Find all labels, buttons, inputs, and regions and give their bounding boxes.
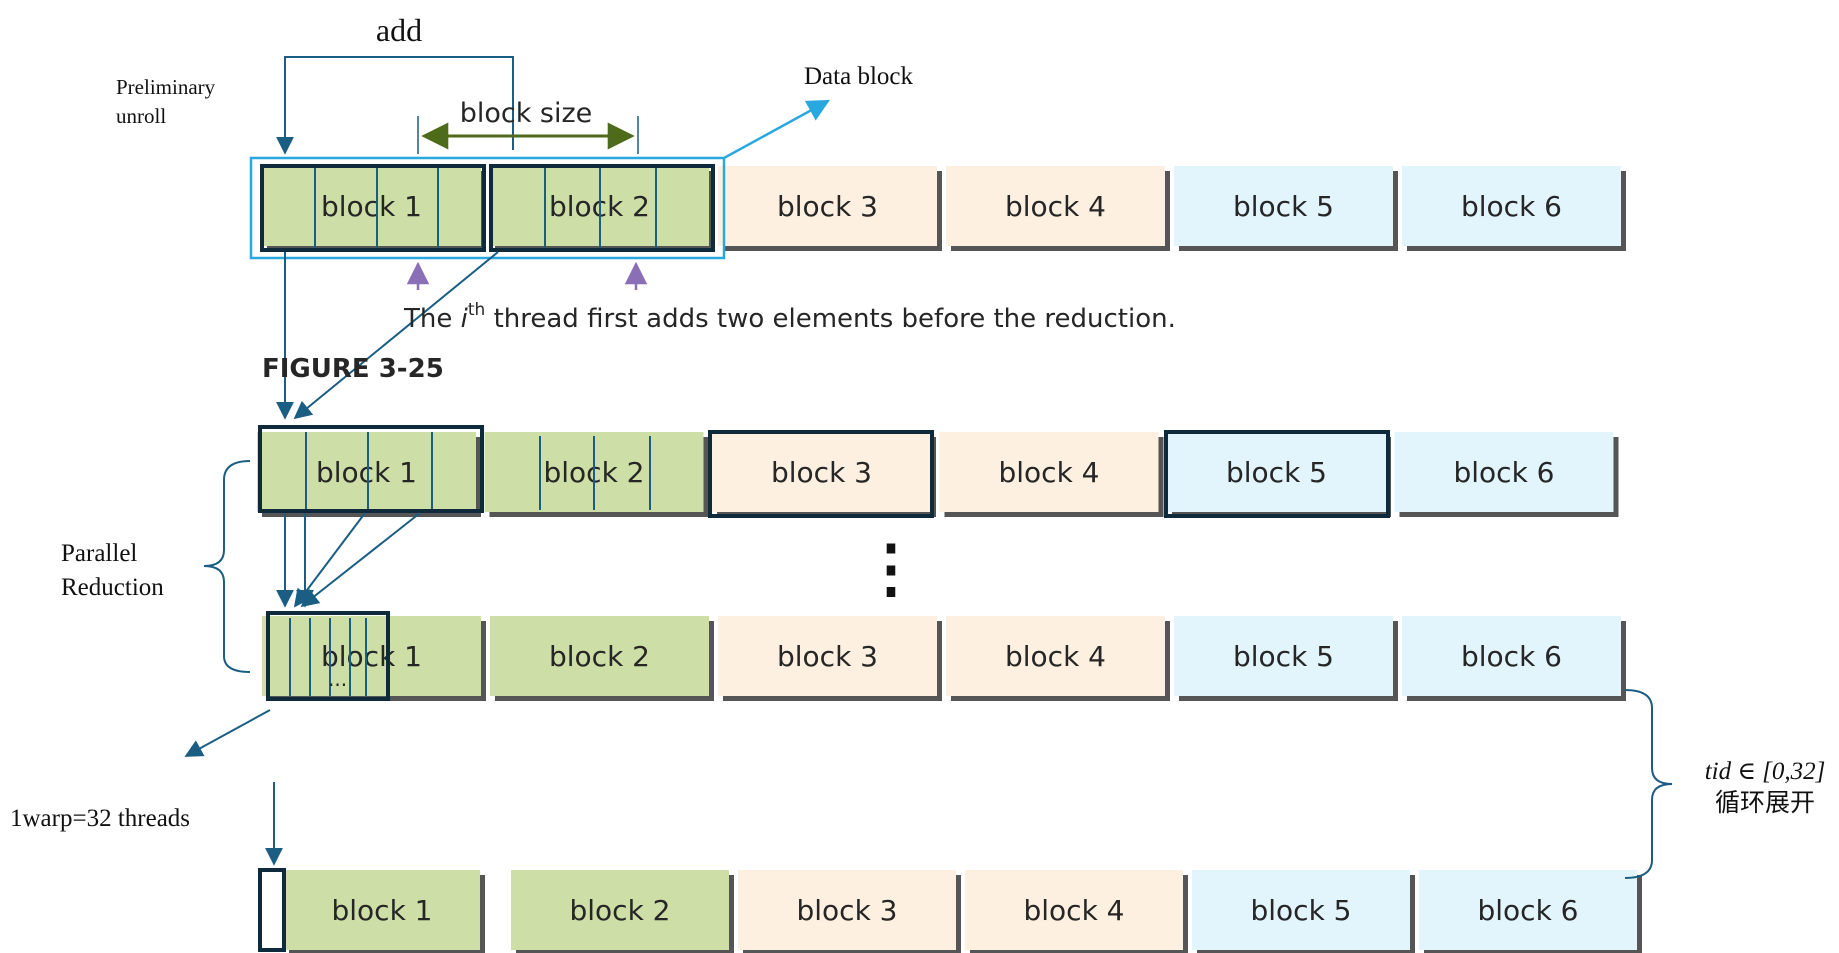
warp-label: 1warp=32 threads: [10, 805, 190, 832]
block-cell: [284, 870, 480, 950]
add-bracket: [276, 56, 514, 155]
unroll-arrows: [276, 251, 499, 420]
block-label: block 6: [1453, 456, 1554, 489]
unroll-cn-label: 循环展开: [1715, 788, 1815, 817]
data-block-annotation: [249, 99, 830, 260]
block-label: block 3: [796, 894, 897, 927]
block-label: block 4: [1005, 190, 1106, 223]
element-pointer-arrows: [406, 261, 648, 290]
block-label: block 4: [1005, 640, 1106, 673]
block-cell: [1402, 166, 1621, 246]
figure-label: FIGURE 3-25: [262, 354, 444, 384]
reduction-arrows: [276, 512, 421, 608]
block-cell: [1394, 432, 1614, 512]
block-row-3: block 1 block 2 block 3 block 4 block 5 block…: [262, 616, 1626, 701]
block-label: block 4: [1023, 894, 1124, 927]
block-size-dimension: [417, 116, 639, 154]
block-label: block 5: [1250, 894, 1351, 927]
block-label: block 5: [1233, 640, 1334, 673]
thread-lines: [289, 168, 657, 696]
block-label: block 1: [331, 894, 432, 927]
block-size-label: block size: [460, 98, 593, 129]
highlight-outlines: [258, 164, 1390, 952]
parallel-reduction-label-line1: Parallel: [61, 540, 137, 567]
block-label: block 3: [777, 190, 878, 223]
block-cell: [1192, 870, 1410, 950]
block-cell: [490, 616, 709, 696]
tid-label: tid ∈ [0,32]: [1705, 758, 1826, 785]
block-label: block 6: [1477, 894, 1578, 927]
block-label: block 2: [569, 894, 670, 927]
parallel-reduction-brace: [203, 460, 251, 673]
preliminary-unroll-label-line2: unroll: [116, 104, 166, 128]
block-cell: [1402, 616, 1621, 696]
block-cell: [1174, 166, 1393, 246]
warp-arrows: [184, 709, 283, 866]
caption: The ith thread first adds two elements b…: [403, 300, 1176, 334]
block-cell: [1167, 432, 1386, 512]
block-cell: [262, 616, 481, 696]
block-label: block 4: [998, 456, 1099, 489]
block-label: block 1: [321, 190, 422, 223]
block-cell: [738, 870, 956, 950]
block-label: block 1: [316, 456, 417, 489]
block-cell: [965, 870, 1183, 950]
block-cell: [946, 616, 1165, 696]
block-cell: [712, 432, 931, 512]
block-rows: block 1 block 2 block 3 block 4 block 5 block…: [257, 166, 1642, 953]
block-cell: [946, 166, 1165, 246]
block-cell: [257, 432, 476, 512]
warp-ellipsis: ...: [328, 667, 347, 691]
add-label: add: [376, 12, 422, 48]
block-label: block 3: [771, 456, 872, 489]
block-label: block 5: [1226, 456, 1327, 489]
block-label: block 3: [777, 640, 878, 673]
block-cell: [1174, 616, 1393, 696]
block-cell: [511, 870, 729, 950]
block-label: block 1: [321, 640, 422, 673]
block-row-4: block 1 block 2 block 3 block 4 block 5 block…: [284, 870, 1642, 953]
block-cell: [939, 432, 1159, 512]
parallel-reduction-label-line2: Reduction: [61, 574, 164, 601]
block-cell: [1419, 870, 1637, 950]
vertical-ellipsis: ⋮: [859, 533, 923, 604]
data-block-label: Data block: [804, 63, 913, 90]
block-label: block 6: [1461, 640, 1562, 673]
block-label: block 2: [549, 640, 650, 673]
block-cell: [718, 166, 937, 246]
block-label: block 6: [1461, 190, 1562, 223]
block-label: block 5: [1233, 190, 1334, 223]
block-cell: [262, 166, 481, 246]
block-cell: [718, 616, 937, 696]
tid-brace: [1624, 689, 1673, 879]
preliminary-unroll-label-line1: Preliminary: [116, 75, 216, 99]
